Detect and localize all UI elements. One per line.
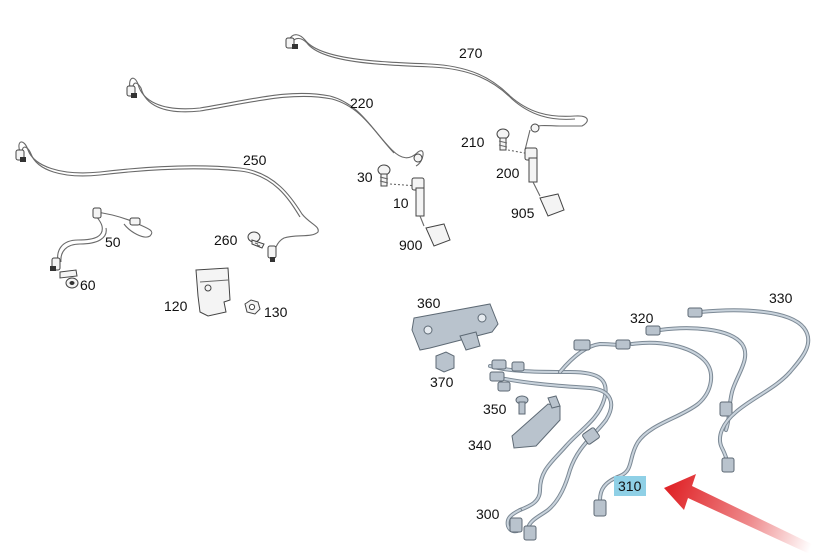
callout-905: 905 [511, 205, 535, 221]
sensor-cable-220 [126, 77, 424, 167]
callout-210: 210 [461, 134, 485, 150]
screw-30 [377, 164, 419, 187]
callout-330: 330 [769, 290, 793, 306]
screw-210 [496, 128, 531, 155]
nut-370 [435, 351, 455, 373]
callout-220: 220 [350, 95, 374, 111]
sensor-cable-250 [15, 141, 319, 262]
mount-905 [539, 193, 565, 217]
callout-10: 10 [393, 195, 409, 211]
callout-310: 310 [618, 478, 642, 494]
callout-900: 900 [399, 237, 423, 253]
callout-270: 270 [459, 45, 483, 61]
callout-340: 340 [468, 437, 492, 453]
harness-320 [645, 325, 748, 432]
callout-250: 250 [243, 152, 267, 168]
callout-310-highlight [614, 476, 646, 496]
callout-260: 260 [214, 232, 238, 248]
bracket-120 [195, 267, 231, 317]
callout-200: 200 [496, 165, 520, 181]
nut-130 [244, 299, 261, 315]
sensor-200 [524, 147, 541, 197]
callout-300: 300 [476, 506, 500, 522]
highlight-arrow [664, 474, 820, 556]
callout-50: 50 [105, 234, 121, 250]
sensor-cable-50 [50, 207, 153, 271]
bracket-340 [511, 395, 561, 449]
bolt-260 [247, 231, 265, 249]
sensor-cable-270 [285, 34, 588, 151]
harness-300 [488, 339, 632, 541]
bolt-350 [515, 395, 529, 415]
callout-370: 370 [430, 374, 454, 390]
screw-60 [59, 269, 79, 289]
sensor-10 [411, 177, 425, 227]
callout-30: 30 [357, 169, 373, 185]
harness-330 [687, 307, 811, 473]
callout-360: 360 [417, 295, 441, 311]
mount-900 [425, 223, 451, 247]
callout-120: 120 [164, 298, 188, 314]
callout-60: 60 [80, 277, 96, 293]
callout-350: 350 [483, 401, 507, 417]
callout-130: 130 [264, 304, 288, 320]
bracket-360 [411, 303, 499, 351]
callout-320: 320 [630, 310, 654, 326]
